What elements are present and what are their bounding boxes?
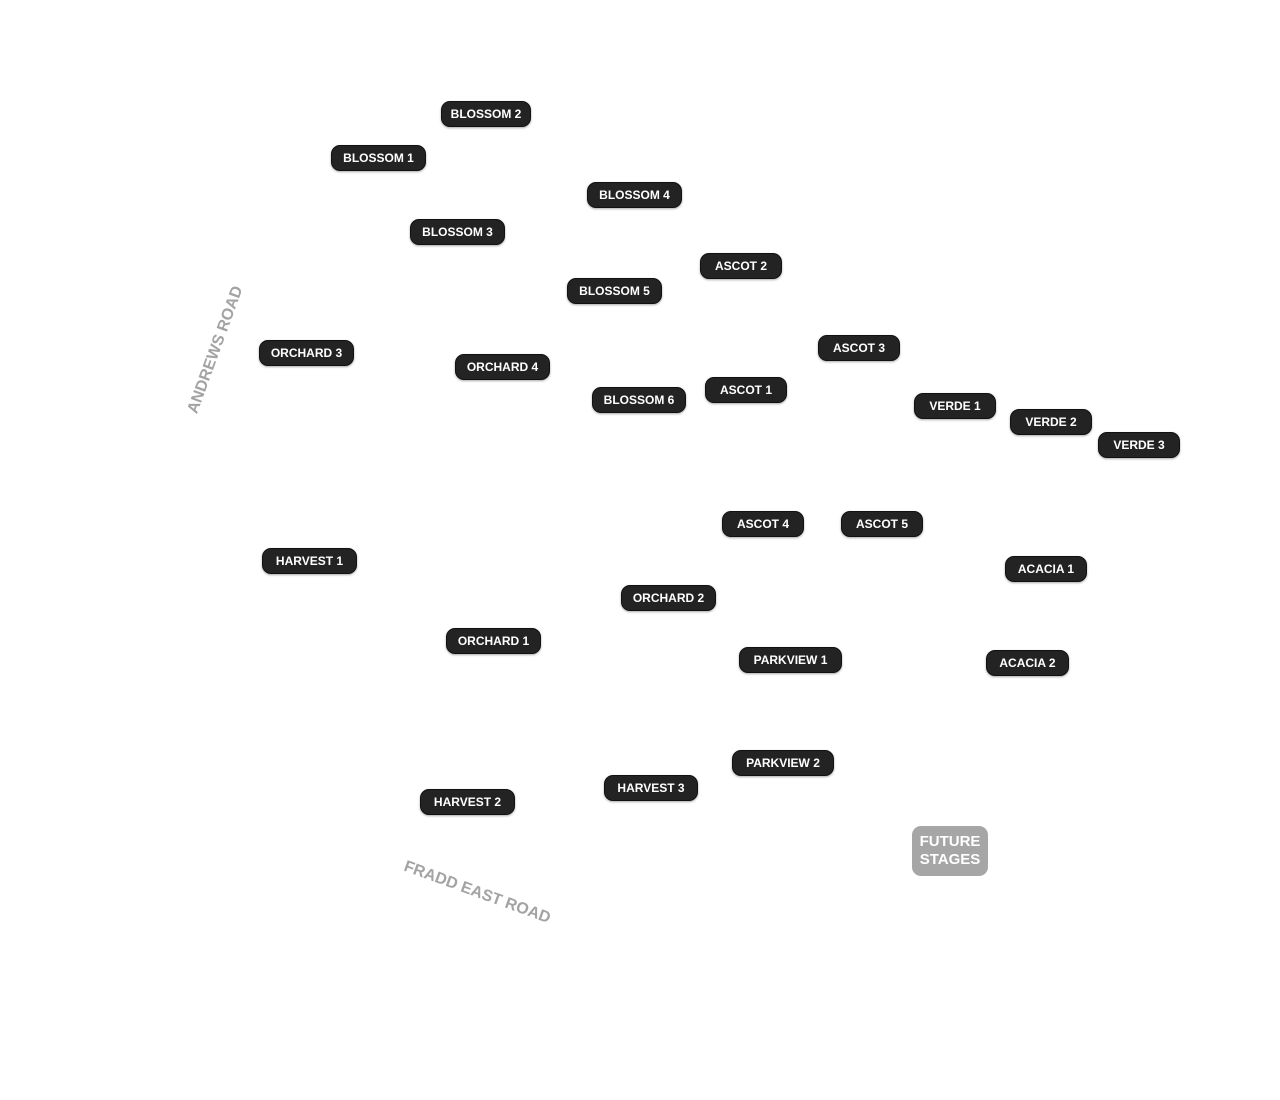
- stage-harvest-2[interactable]: HARVEST 2: [420, 789, 515, 815]
- stage-blossom-5[interactable]: BLOSSOM 5: [567, 278, 662, 304]
- stage-ascot-3[interactable]: ASCOT 3: [818, 335, 900, 361]
- stage-ascot-1[interactable]: ASCOT 1: [705, 377, 787, 403]
- stage-parkview-1[interactable]: PARKVIEW 1: [739, 647, 842, 673]
- stage-ascot-4[interactable]: ASCOT 4: [722, 511, 804, 537]
- stage-verde-3[interactable]: VERDE 3: [1098, 432, 1180, 458]
- stage-acacia-2[interactable]: ACACIA 2: [986, 650, 1069, 676]
- stage-harvest-3[interactable]: HARVEST 3: [604, 775, 698, 801]
- stage-verde-1[interactable]: VERDE 1: [914, 393, 996, 419]
- stage-acacia-1[interactable]: ACACIA 1: [1005, 556, 1087, 582]
- stage-verde-2[interactable]: VERDE 2: [1010, 409, 1092, 435]
- stage-blossom-6[interactable]: BLOSSOM 6: [592, 387, 686, 413]
- future-stages-line1: FUTURE: [919, 833, 981, 850]
- road-label-fradd-east: FRADD EAST ROAD: [401, 858, 553, 927]
- stage-blossom-1[interactable]: BLOSSOM 1: [331, 145, 426, 171]
- stage-orchard-4[interactable]: ORCHARD 4: [455, 354, 550, 380]
- stage-ascot-5[interactable]: ASCOT 5: [841, 511, 923, 537]
- stage-orchard-1[interactable]: ORCHARD 1: [446, 628, 541, 654]
- stage-ascot-2[interactable]: ASCOT 2: [700, 253, 782, 279]
- stage-orchard-3[interactable]: ORCHARD 3: [259, 340, 354, 366]
- stage-blossom-4[interactable]: BLOSSOM 4: [587, 182, 682, 208]
- stage-parkview-2[interactable]: PARKVIEW 2: [732, 750, 834, 776]
- stage-harvest-1[interactable]: HARVEST 1: [262, 548, 357, 574]
- stage-orchard-2[interactable]: ORCHARD 2: [621, 585, 716, 611]
- stage-blossom-3[interactable]: BLOSSOM 3: [410, 219, 505, 245]
- future-stages-line2: STAGES: [919, 851, 981, 868]
- stage-blossom-2[interactable]: BLOSSOM 2: [441, 101, 531, 127]
- future-stages-badge[interactable]: FUTURE STAGES: [912, 826, 988, 876]
- road-label-andrews: ANDREWS ROAD: [184, 283, 247, 416]
